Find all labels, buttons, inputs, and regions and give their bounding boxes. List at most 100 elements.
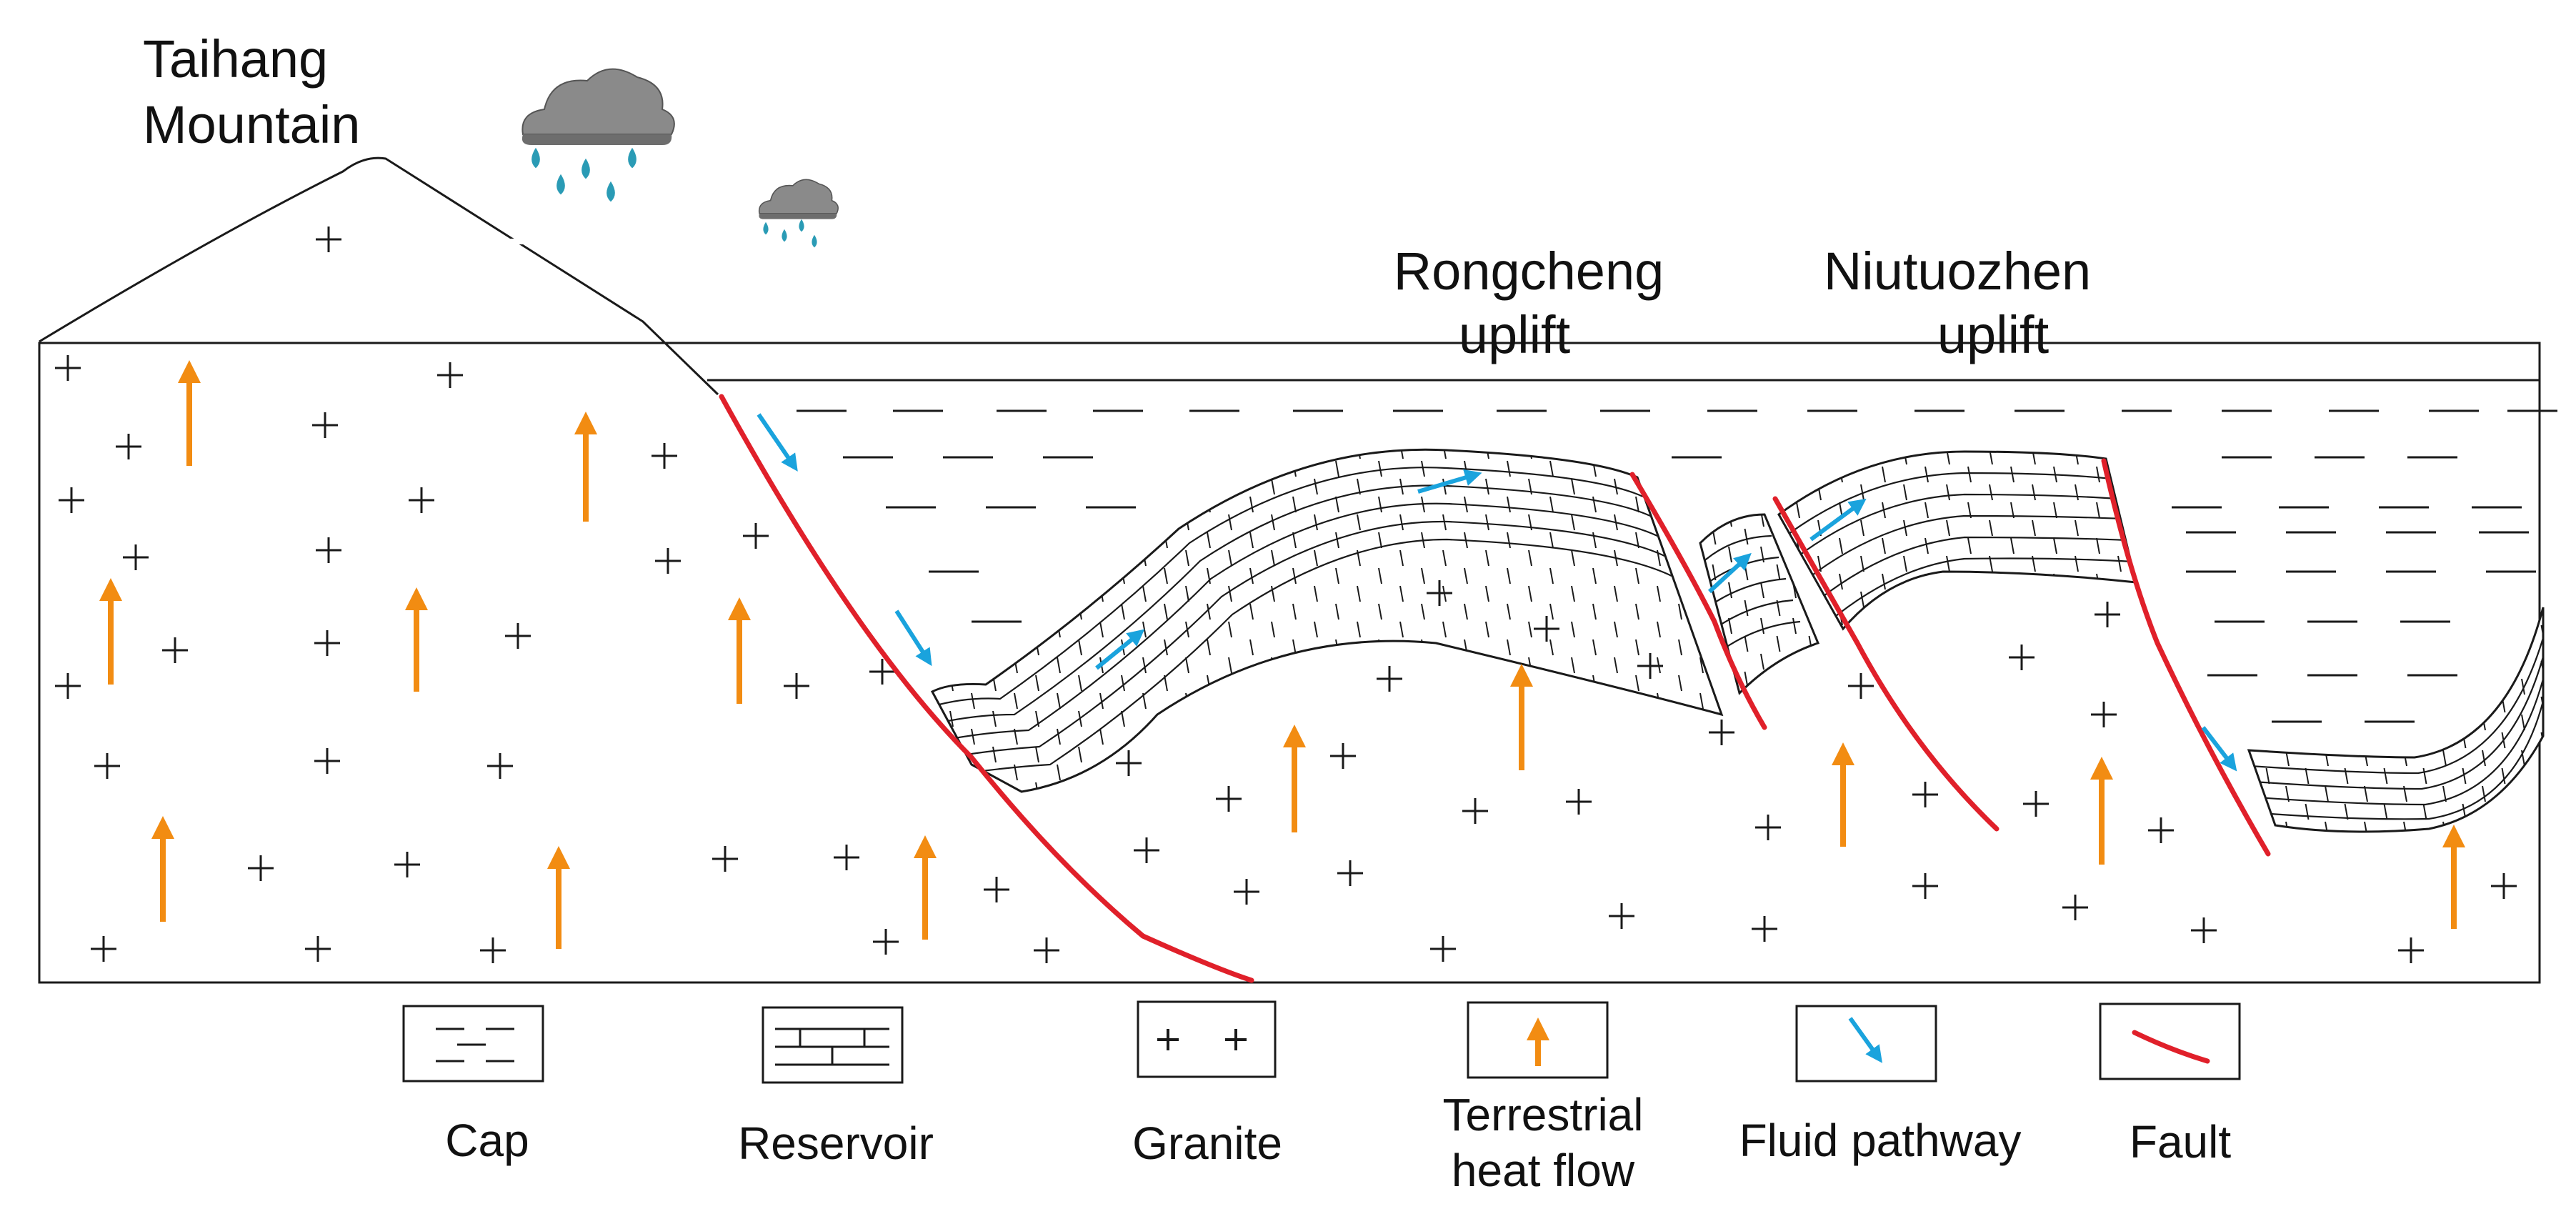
brick-joint <box>1775 449 1778 464</box>
brick-joint <box>1571 692 1575 710</box>
brick-joint <box>1507 710 1511 727</box>
brick-joint <box>1271 692 1275 710</box>
brick-joint <box>1614 728 1618 745</box>
brick-joint <box>1442 549 1447 567</box>
brick-joint <box>2305 803 2310 820</box>
brick-joint <box>1860 627 1864 629</box>
brick-joint <box>1635 496 1639 513</box>
brick-joint <box>1378 496 1382 513</box>
brick-joint <box>1399 549 1404 567</box>
brick-joint <box>2117 627 2122 629</box>
brick-joint <box>1549 746 1554 763</box>
brick-joint <box>1314 514 1318 531</box>
brick-joint <box>1614 549 1618 567</box>
brick-joint <box>2482 607 2486 624</box>
brick-joint <box>2344 767 2349 785</box>
brick-joint <box>1314 449 1318 459</box>
brick-joint <box>1592 532 1597 549</box>
brick-joint <box>1614 449 1618 459</box>
brick-joint <box>1228 621 1232 638</box>
brick-joint <box>1271 449 1275 459</box>
brick-joint <box>1099 621 1104 638</box>
brick-joint <box>1185 764 1189 781</box>
brick-joint <box>1635 639 1639 656</box>
brick-joint <box>1249 496 1254 513</box>
brick-joint <box>1903 555 1907 572</box>
brick-joint <box>1378 782 1382 792</box>
brick-joint <box>1207 746 1211 763</box>
brick-joint <box>1271 549 1275 567</box>
legend-reservoir: Reservoir <box>738 1006 934 1169</box>
brick-joint <box>2075 452 2079 465</box>
legend-fluid-label: Fluid pathway <box>1739 1115 2022 1166</box>
brick-joint <box>1760 582 1764 599</box>
brick-joint <box>2442 785 2447 802</box>
brick-joint <box>1399 478 1404 495</box>
brick-joint <box>1699 728 1704 745</box>
brick-joint <box>1699 657 1704 674</box>
brick-joint <box>949 567 954 584</box>
brick-joint <box>1967 573 1972 590</box>
brick-joint <box>1057 549 1061 567</box>
brick-joint <box>1335 460 1339 477</box>
brick-joint <box>2540 696 2543 713</box>
brick-joint <box>2462 660 2467 677</box>
brick-joint <box>1421 746 1425 763</box>
brick-joint <box>1099 692 1104 710</box>
brick-joint <box>1185 657 1189 674</box>
brick-joint <box>1549 460 1554 477</box>
brick-joint <box>1099 764 1104 781</box>
brick-joint <box>1271 728 1275 745</box>
fluid-arrow-icon <box>2201 726 2237 772</box>
brick-joint <box>1924 502 1929 519</box>
brick-joint <box>2442 714 2447 731</box>
fluid-arrow-icon <box>1707 552 1752 594</box>
raindrop-icon <box>628 147 636 169</box>
brick-joint <box>2422 803 2427 820</box>
brick-joint <box>1776 528 1781 545</box>
brick-joint <box>1699 514 1704 531</box>
brick-joint <box>1614 764 1618 781</box>
brick-joint <box>2403 821 2407 832</box>
brick-joint <box>1078 567 1082 584</box>
legend-cap: Cap <box>402 1005 544 1166</box>
brick-joint <box>1078 710 1082 727</box>
brick-joint <box>2032 484 2036 501</box>
brick-joint <box>2010 466 2015 483</box>
brick-joint <box>1121 460 1125 477</box>
brick-joint <box>1271 585 1275 602</box>
brick-joint <box>1614 621 1618 638</box>
brick-joint <box>1507 639 1511 656</box>
brick-joint <box>929 622 932 637</box>
brick-joint <box>929 693 932 709</box>
brick-joint <box>1967 466 1972 483</box>
brick-joint <box>992 496 997 513</box>
brick-joint <box>1185 449 1189 459</box>
brick-joint <box>1528 478 1532 495</box>
brick-joint <box>1946 484 1950 501</box>
brick-joint <box>1571 621 1575 638</box>
brick-joint <box>1228 514 1232 531</box>
brick-joint <box>1571 657 1575 674</box>
brick-joint <box>1464 532 1468 549</box>
brick-joint <box>2383 732 2388 749</box>
brick-joint <box>1860 591 1864 608</box>
brick-joint <box>1014 549 1018 567</box>
brick-joint <box>1697 547 1699 562</box>
brick-joint <box>1697 511 1699 527</box>
brick-joint <box>1121 675 1125 692</box>
brick-joint <box>1792 617 1797 635</box>
brick-joint <box>929 729 932 745</box>
legend-heat-label-line1: Terrestrial <box>1443 1089 1644 1140</box>
brick-joint <box>1549 710 1554 727</box>
brick-joint <box>2462 625 2467 642</box>
brick-joint <box>1099 728 1104 745</box>
brick-joint <box>1014 585 1018 602</box>
fluid-arrow-icon <box>1095 629 1145 670</box>
brick-joint <box>1528 549 1532 567</box>
brick-joint <box>1164 746 1168 763</box>
brick-joint <box>2117 591 2122 608</box>
brick-joint <box>1808 599 1813 617</box>
brick-joint <box>2422 767 2427 785</box>
mountain-profile <box>39 156 719 396</box>
